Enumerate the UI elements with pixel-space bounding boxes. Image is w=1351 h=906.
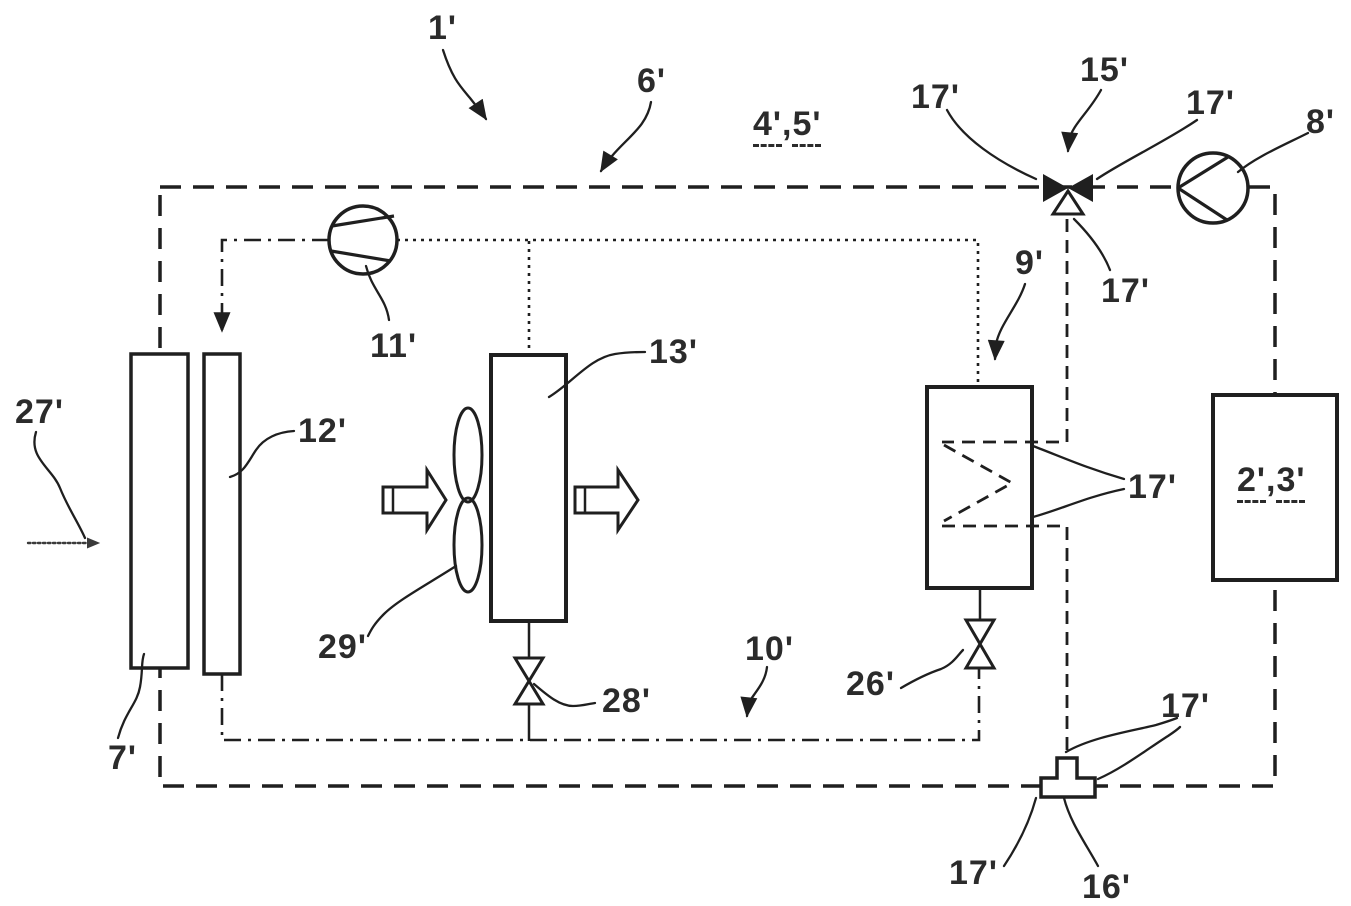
coolant-loop-dashed-line [158, 185, 1277, 788]
tee-fitting-16 [1039, 756, 1097, 799]
ref-label-17-tee-upper: 17' [1161, 687, 1210, 725]
ref-label-13: 13' [649, 333, 698, 371]
ref-label-17-top-left: 17' [911, 78, 960, 116]
leader-ref17-hx-upper [1031, 444, 1126, 481]
refrigerant-line-valve-to-chiller [942, 219, 1069, 444]
leader-ref17-below-valve [1072, 217, 1112, 272]
airflow-in-arrow [381, 464, 448, 536]
ref-label-15: 15' [1080, 51, 1129, 89]
ref-label-6: 6' [637, 62, 666, 100]
fan-29-upper-blade [452, 406, 484, 504]
ref-label-9: 9' [1015, 244, 1044, 282]
leader-ref17-tee-upper-a [1064, 716, 1179, 754]
leader-ref28 [532, 682, 597, 708]
dotted-line-to-chiller [397, 238, 980, 386]
refrigerant-line-chiller-to-tee [942, 524, 1069, 756]
ref-label-17-top-right: 17' [1186, 84, 1235, 122]
leader-ref27 [33, 430, 87, 540]
three-way-valve-15-left-wing [1043, 174, 1068, 202]
condenser-12 [202, 352, 242, 676]
leader-ref17-top-left [945, 108, 1038, 181]
leader-ref13 [547, 350, 647, 399]
leader-ref9-arrow [987, 282, 1027, 361]
ref-label-29: 29' [318, 628, 367, 666]
airflow-out-arrow [573, 465, 640, 535]
ref-label-28: 28' [602, 682, 651, 720]
ref-label-26: 26' [846, 665, 895, 703]
leader-ref12 [228, 429, 296, 479]
leader-ref6-arrow [599, 100, 653, 173]
ref-label-4-5: 4',5' [753, 105, 822, 147]
leader-ref29 [366, 564, 458, 638]
ref-label-7: 7' [108, 739, 137, 777]
radiator-7 [129, 352, 190, 670]
pump-8-direction-chords [1177, 155, 1229, 222]
supply-line-dashdot-with-arrow [213, 238, 329, 333]
leader-ref8 [1236, 131, 1310, 174]
leader-ref15-arrow [1061, 88, 1103, 153]
ref-label-10: 10' [745, 630, 794, 668]
leader-ref17-tee-lower [1002, 796, 1038, 868]
ref-label-17-below-valve: 17' [1101, 272, 1150, 310]
leader-ref16 [1062, 796, 1100, 868]
leader-ref26 [899, 648, 965, 690]
leader-ref11 [364, 264, 391, 322]
leader-ref10-arrow [740, 665, 769, 718]
ref-label-17-heat-exchanger: 17' [1128, 468, 1177, 506]
chiller-heat-exchanger-coil-17 [943, 443, 1015, 523]
leader-ref1-arrow [441, 48, 488, 121]
ref-label-8: 8' [1306, 103, 1335, 141]
expansion-valve-28 [512, 656, 546, 706]
leader-ref17-hx-lower [1031, 487, 1126, 519]
chiller-9 [925, 385, 1034, 590]
leader-ref17-tee-upper-b [1096, 725, 1182, 781]
ref-label-2-3: 2',3' [1237, 461, 1306, 503]
ref-label-11: 11' [370, 327, 418, 365]
ref-label-12: 12' [298, 412, 347, 450]
leader-ref7 [116, 652, 146, 740]
leader-ref17-top-right [1095, 118, 1199, 181]
ref-label-16: 16' [1082, 868, 1131, 906]
evaporator-13 [489, 353, 568, 623]
ref-label-1: 1' [428, 9, 457, 47]
ref-label-17-tee-lower: 17' [949, 854, 998, 892]
three-way-valve-15-bottom-port [1050, 188, 1086, 216]
blower-11-blades [330, 214, 395, 263]
battery-unit-2-3 [1211, 393, 1339, 582]
expansion-valve-26 [963, 618, 997, 670]
return-line-dashdot [220, 669, 981, 742]
fan-29-lower-blade [452, 496, 484, 594]
three-way-valve-15-right-wing [1068, 174, 1093, 202]
ref-label-27: 27' [15, 393, 64, 431]
